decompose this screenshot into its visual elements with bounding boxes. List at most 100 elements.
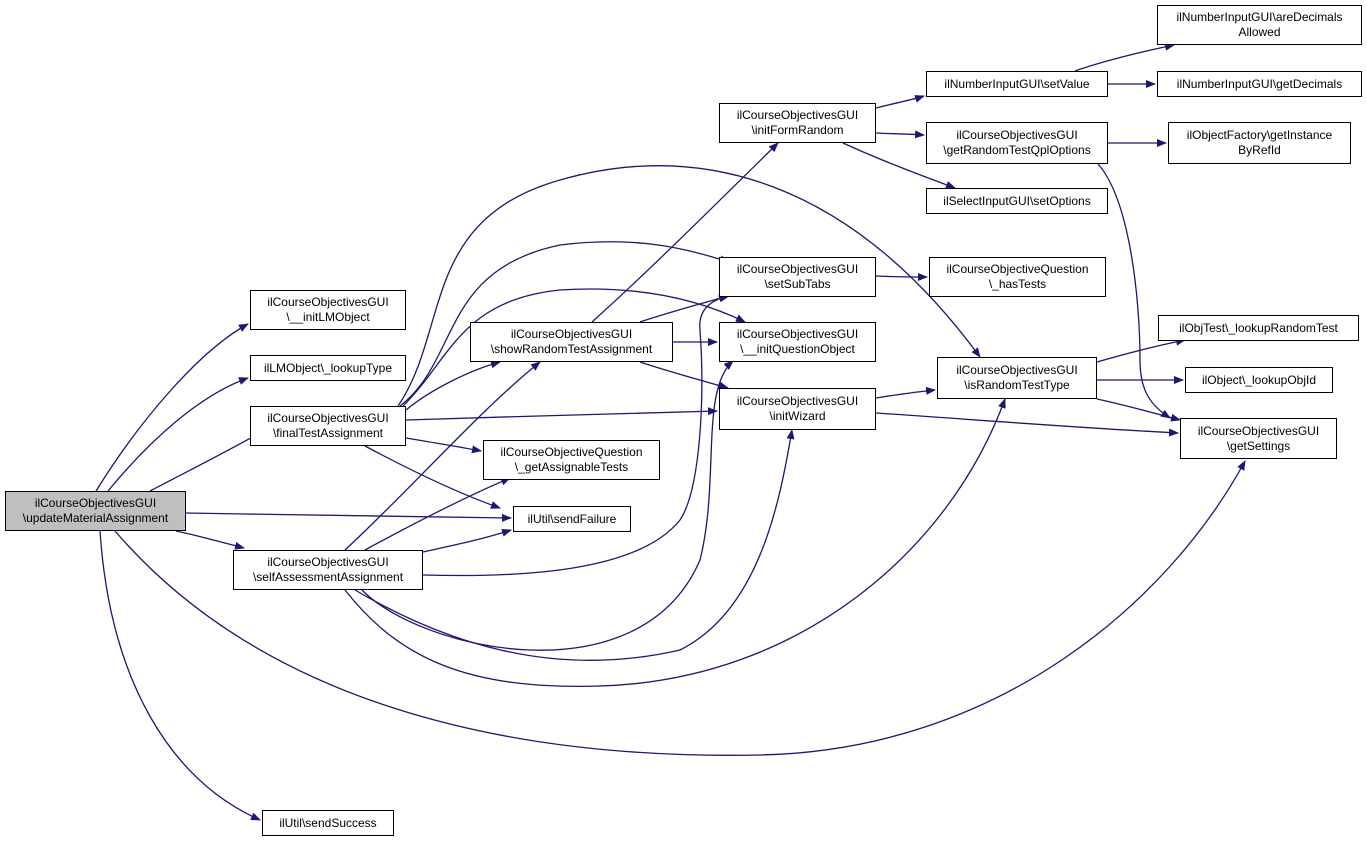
node-init-form-random[interactable]: ilCourseObjectivesGUI \initFormRandom bbox=[719, 103, 876, 143]
edge-finalTestAssignment-to-setSubTabs bbox=[399, 241, 730, 407]
edge-selfAssessmentAssignment-to-initWizard bbox=[354, 429, 795, 661]
node-label-line: ilCourseObjectivesGUI bbox=[736, 394, 859, 408]
node-label-line: ilCourseObjectivesGUI bbox=[34, 496, 157, 510]
edge-initWizard-to-isRandomTestType bbox=[875, 386, 936, 399]
node-label-line: \__initQuestionObject bbox=[740, 342, 855, 356]
node-get-assignable-tests[interactable]: ilCourseObjectiveQuestion \_getAssignabl… bbox=[483, 440, 660, 480]
node-label-line: \initWizard bbox=[769, 409, 826, 423]
node-label-line: \getRandomTestQplOptions bbox=[943, 143, 1091, 157]
edge-updateMaterialAssignment-to-finalTestAssignment bbox=[149, 429, 266, 492]
node-label-line: ilCourseObjectivesGUI bbox=[1197, 423, 1320, 438]
node-label-line: \showRandomTestAssignment bbox=[490, 342, 653, 356]
node-send-success[interactable]: ilUtil\sendSuccess bbox=[262, 810, 394, 836]
edge-finalTestAssignment-to-initQuestionObject bbox=[402, 288, 746, 407]
edge-finalTestAssignment-to-sendFailure bbox=[364, 445, 501, 509]
edge-isRandomTestType-to-getSettings bbox=[1096, 398, 1181, 422]
edge-initFormRandom-to-getRandomTestQplOptions bbox=[875, 130, 925, 139]
edge-finalTestAssignment-to-initWizard bbox=[405, 407, 718, 421]
node-label-line: ilCourseObjectivesGUI bbox=[956, 128, 1078, 142]
node-label-line: ilCourseObjectivesGUI bbox=[267, 295, 389, 309]
node-label-line: ilCourseObjectivesGUI bbox=[736, 327, 859, 341]
node-init-lm-object[interactable]: ilCourseObjectivesGUI \__initLMObject bbox=[250, 290, 406, 330]
node-label-line: \__initLMObject bbox=[286, 310, 370, 324]
node-final-test-assignment[interactable]: ilCourseObjectivesGUI \finalTestAssignme… bbox=[250, 406, 406, 446]
node-label-line: ilSelectInputGUI\setOptions bbox=[943, 193, 1091, 208]
edge-setValue-to-areDecimalsAllowed bbox=[1074, 42, 1175, 72]
edge-updateMaterialAssignment-to-getSettings bbox=[114, 460, 1246, 756]
node-label-line: ilCourseObjectivesGUI bbox=[736, 108, 859, 122]
node-label-line: \selfAssessmentAssignment bbox=[252, 570, 404, 584]
node-label-line: \_hasTests bbox=[988, 277, 1047, 291]
node-label-line: Allowed bbox=[1238, 25, 1281, 39]
node-label-line: ilNumberInputGUI\areDecimals bbox=[1176, 10, 1343, 24]
edge-updateMaterialAssignment-to-sendSuccess bbox=[99, 530, 261, 821]
node-label-line: ilObject\_lookupObjId bbox=[1201, 372, 1317, 387]
node-get-settings[interactable]: ilCourseObjectivesGUI \getSettings bbox=[1180, 418, 1337, 459]
edge-initFormRandom-to-setValue bbox=[875, 95, 925, 109]
node-label-line: \isRandomTestType bbox=[964, 378, 1070, 392]
edge-selfAssessmentAssignment-to-getAssignableTests bbox=[364, 477, 511, 551]
node-init-wizard[interactable]: ilCourseObjectivesGUI \initWizard bbox=[719, 388, 876, 430]
node-label-line: \updateMaterialAssignment bbox=[22, 511, 169, 525]
node-label-line: \initFormRandom bbox=[751, 123, 844, 137]
node-are-decimals-allowed[interactable]: ilNumberInputGUI\areDecimals Allowed bbox=[1157, 5, 1362, 45]
edge-showRandomTestAssignment-to-initFormRandom bbox=[591, 142, 779, 323]
node-lookup-obj-id[interactable]: ilObject\_lookupObjId bbox=[1185, 367, 1333, 393]
node-get-instance-by-ref-id[interactable]: ilObjectFactory\getInstance ByRefId bbox=[1168, 122, 1351, 164]
node-has-tests[interactable]: ilCourseObjectiveQuestion \_hasTests bbox=[929, 257, 1106, 297]
edge-getRandomTestQplOptions-to-getSettings bbox=[1097, 163, 1171, 419]
node-label-line: ilUtil\sendSuccess bbox=[279, 815, 377, 830]
node-update-material-assignment[interactable]: ilCourseObjectivesGUI \updateMaterialAss… bbox=[5, 491, 186, 531]
node-set-value[interactable]: ilNumberInputGUI\setValue bbox=[926, 71, 1108, 97]
node-label-line: ilCourseObjectiveQuestion bbox=[946, 262, 1089, 276]
edge-initWizard-to-getSettings bbox=[875, 412, 1179, 437]
node-label-line: ilNumberInputGUI\getDecimals bbox=[1176, 76, 1343, 91]
node-label-line: ilCourseObjectivesGUI bbox=[956, 363, 1078, 377]
edge-isRandomTestType-to-lookupRandomTest bbox=[1096, 337, 1186, 363]
node-label-line: ilCourseObjectivesGUI bbox=[267, 555, 389, 569]
node-label-line: ilLMObject\_lookupType bbox=[263, 360, 393, 375]
edge-selfAssessmentAssignment-to-setSubTabs bbox=[422, 293, 730, 577]
node-label-line: ByRefId bbox=[1238, 143, 1281, 157]
edge-setSubTabs-to-hasTests bbox=[875, 272, 928, 281]
edge-updateMaterialAssignment-to-selfAssessmentAssignment bbox=[175, 530, 245, 550]
node-label-line: ilNumberInputGUI\setValue bbox=[944, 76, 1090, 91]
node-set-options[interactable]: ilSelectInputGUI\setOptions bbox=[926, 188, 1108, 214]
edge-finalTestAssignment-to-showRandomTestAssignment bbox=[405, 360, 501, 411]
edge-selfAssessmentAssignment-to-sendFailure bbox=[422, 528, 512, 553]
edge-selfAssessmentAssignment-to-isRandomTestType bbox=[344, 398, 1006, 688]
edge-selfAssessmentAssignment-to-showRandomTestAssignment bbox=[344, 361, 541, 551]
edge-selfAssessmentAssignment-to-initQuestionObject bbox=[361, 360, 734, 651]
node-set-sub-tabs[interactable]: ilCourseObjectivesGUI \setSubTabs bbox=[719, 257, 876, 297]
node-show-random-test-assignment[interactable]: ilCourseObjectivesGUI \showRandomTestAss… bbox=[470, 322, 673, 362]
edge-updateMaterialAssignment-to-sendFailure bbox=[185, 512, 512, 522]
node-label-line: \_getAssignableTests bbox=[514, 460, 629, 474]
node-self-assessment-assignment[interactable]: ilCourseObjectivesGUI \selfAssessmentAss… bbox=[233, 550, 423, 590]
node-label-line: \setSubTabs bbox=[764, 277, 831, 291]
edge-showRandomTestAssignment-to-setSubTabs bbox=[639, 294, 729, 323]
node-send-failure[interactable]: ilUtil\sendFailure bbox=[513, 506, 631, 532]
node-lookup-random-test[interactable]: ilObjTest\_lookupRandomTest bbox=[1158, 315, 1359, 341]
node-get-random-test-qpl-options[interactable]: ilCourseObjectivesGUI \getRandomTestQplO… bbox=[926, 122, 1108, 164]
node-label-line: ilObjectFactory\getInstance bbox=[1186, 128, 1333, 142]
edge-showRandomTestAssignment-to-initWizard bbox=[639, 361, 729, 390]
node-label-line: ilUtil\sendFailure bbox=[527, 511, 617, 526]
node-label-line: ilObjTest\_lookupRandomTest bbox=[1179, 320, 1338, 335]
node-lookup-type[interactable]: ilLMObject\_lookupType bbox=[250, 355, 406, 381]
node-get-decimals[interactable]: ilNumberInputGUI\getDecimals bbox=[1157, 71, 1362, 97]
edge-finalTestAssignment-to-isRandomTestType bbox=[397, 165, 981, 407]
node-label-line: ilCourseObjectivesGUI bbox=[510, 327, 633, 341]
edge-finalTestAssignment-to-getAssignableTests bbox=[405, 437, 482, 454]
node-label-line: \finalTestAssignment bbox=[272, 426, 384, 440]
node-label-line: ilCourseObjectiveQuestion bbox=[500, 445, 643, 459]
node-label-line: \getSettings bbox=[1226, 438, 1291, 453]
edge-initFormRandom-to-setOptions bbox=[842, 142, 956, 189]
edge-updateMaterialAssignment-to-initLMObject bbox=[95, 323, 249, 492]
edge-updateMaterialAssignment-to-lookupType bbox=[107, 377, 249, 492]
node-init-question-object[interactable]: ilCourseObjectivesGUI \__initQuestionObj… bbox=[719, 322, 876, 362]
node-label-line: ilCourseObjectivesGUI bbox=[736, 262, 859, 276]
node-label-line: ilCourseObjectivesGUI bbox=[267, 411, 389, 425]
node-is-random-test-type[interactable]: ilCourseObjectivesGUI \isRandomTestType bbox=[937, 357, 1097, 399]
